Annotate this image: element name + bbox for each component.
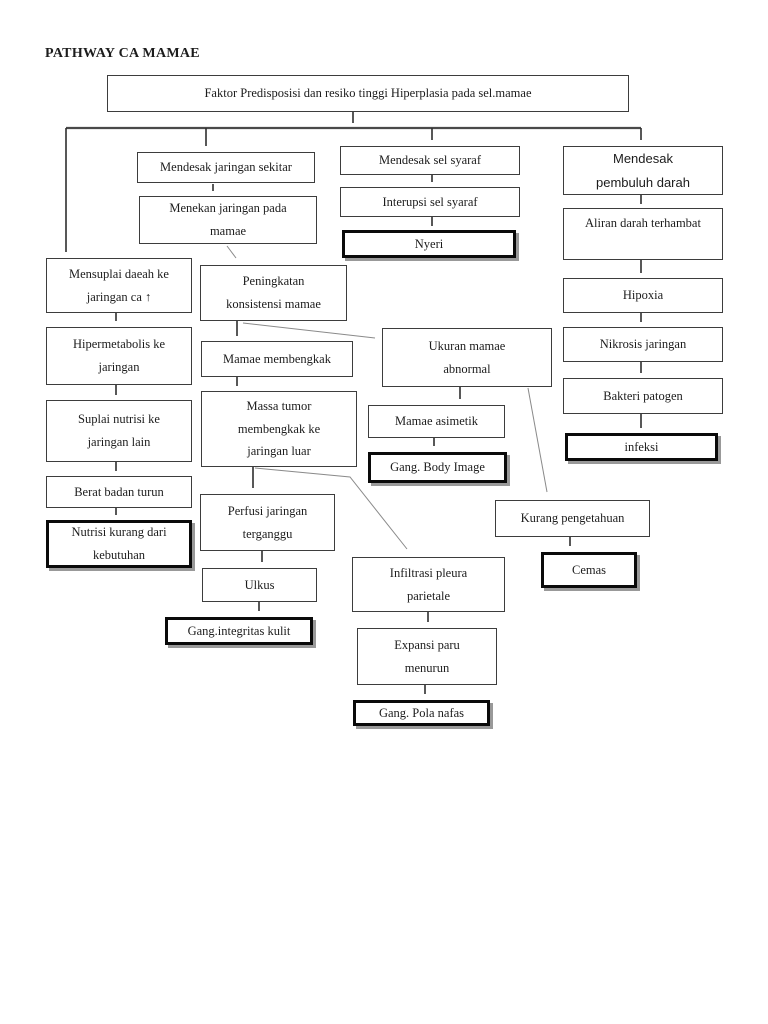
arrow-ukuran-kurang [527, 387, 548, 493]
node-mendesak-pembuluh-darah: Mendesak pembuluh darah [563, 146, 723, 195]
node-gang-body-image: Gang. Body Image [368, 452, 507, 483]
node-kurang-pengetahuan: Kurang pengetahuan [495, 500, 650, 537]
node-bakteri-patogen: Bakteri patogen [563, 378, 723, 414]
node-peningkatan-konsistensi: Peningkatan konsistensi mamae [200, 265, 347, 321]
arrow-menekan-peningkatan [226, 245, 237, 259]
node-berat-badan-turun: Berat badan turun [46, 476, 192, 508]
node-cemas: Cemas [541, 552, 637, 588]
arrow-peningkatan-ukuran [242, 322, 376, 339]
node-faktor-predisposisi: Faktor Predisposisi dan resiko tinggi Hi… [107, 75, 629, 112]
node-mamae-asimetik: Mamae asimetik [368, 405, 505, 438]
node-suplai-nutrisi: Suplai nutrisi ke jaringan lain [46, 400, 192, 462]
node-nyeri: Nyeri [342, 230, 516, 258]
node-ulkus: Ulkus [202, 568, 317, 602]
page-title: PATHWAY CA MAMAE [45, 46, 200, 61]
node-mensuplai-daerah: Mensuplai daeah ke jaringan ca ↑ [46, 258, 192, 313]
trunk-connectors [65, 112, 642, 252]
node-expansi-paru: Expansi paru menurun [357, 628, 497, 685]
node-ukuran-mamae-abnormal: Ukuran mamae abnormal [382, 328, 552, 387]
arrow-massa-infiltrasi [254, 467, 408, 550]
node-mendesak-sel-syaraf: Mendesak sel syaraf [340, 146, 520, 175]
node-infiltrasi-pleura: Infiltrasi pleura parietale [352, 557, 505, 612]
column-connectors [115, 175, 642, 694]
node-infeksi: infeksi [565, 433, 718, 461]
node-nikrosis-jaringan: Nikrosis jaringan [563, 327, 723, 362]
node-hipermetabolis: Hipermetabolis ke jaringan [46, 327, 192, 385]
node-mamae-membengkak: Mamae membengkak [201, 341, 353, 377]
node-aliran-darah-terhambat: Aliran darah terhambat [563, 208, 723, 260]
node-hipoxia: Hipoxia [563, 278, 723, 313]
node-gang-integritas-kulit: Gang.integritas kulit [165, 617, 313, 645]
node-menekan-jaringan: Menekan jaringan pada mamae [139, 196, 317, 244]
node-nutrisi-kurang: Nutrisi kurang dari kebutuhan [46, 520, 192, 568]
node-perfusi-jaringan: Perfusi jaringan terganggu [200, 494, 335, 551]
node-gang-pola-nafas: Gang. Pola nafas [353, 700, 490, 726]
node-mendesak-jaringan-sekitar: Mendesak jaringan sekitar [137, 152, 315, 183]
node-massa-tumor: Massa tumor membengkak ke jaringan luar [201, 391, 357, 467]
node-interupsi-sel-syaraf: Interupsi sel syaraf [340, 187, 520, 217]
